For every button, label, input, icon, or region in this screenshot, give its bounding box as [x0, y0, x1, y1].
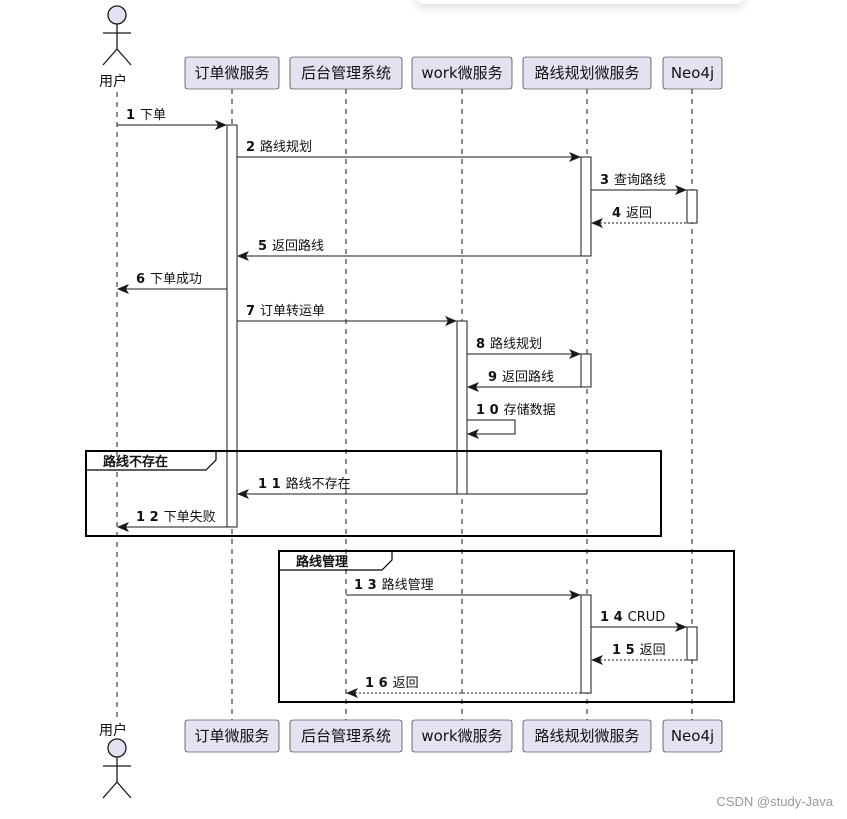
top-shadow-decoration — [415, 0, 745, 4]
actor-label: 用户 — [99, 73, 127, 90]
participant-label: Neo4j — [671, 64, 714, 82]
participant-order-bottom: 订单微服务 — [184, 719, 280, 753]
participant-label: work微服务 — [421, 727, 502, 745]
participant-route-bottom: 路线规划微服务 — [522, 719, 652, 753]
actor-label: 用户 — [99, 722, 127, 739]
participant-label: 路线规划微服务 — [534, 727, 639, 745]
frame-1: 路线不存在 — [85, 450, 662, 537]
frame-label: 路线管理 — [296, 554, 348, 570]
frame-2: 路线管理 — [278, 550, 735, 703]
activation-neo-1 — [686, 189, 698, 224]
activation-route-2 — [580, 353, 592, 388]
watermark: CSDN @study-Java — [716, 794, 833, 809]
participant-label: 后台管理系统 — [301, 727, 391, 745]
participant-neo-bottom: Neo4j — [662, 719, 723, 753]
participant-admin-top: 后台管理系统 — [289, 56, 403, 90]
participant-neo-top: Neo4j — [662, 56, 723, 90]
actor-user: 用户 — [99, 722, 132, 799]
activation-neo-2 — [686, 626, 698, 661]
activation-route-3 — [580, 594, 592, 694]
participant-label: 订单微服务 — [194, 727, 269, 745]
participant-label: Neo4j — [671, 727, 714, 745]
participant-route-top: 路线规划微服务 — [522, 56, 652, 90]
participant-label: 路线规划微服务 — [534, 64, 639, 82]
participant-admin-bottom: 后台管理系统 — [289, 719, 403, 753]
activation-work — [456, 320, 468, 495]
participant-label: 后台管理系统 — [301, 64, 391, 82]
participant-order-top: 订单微服务 — [184, 56, 280, 90]
frame-label: 路线不存在 — [103, 454, 168, 470]
participant-label: 订单微服务 — [194, 64, 269, 82]
participant-work-bottom: work微服务 — [411, 719, 513, 753]
actor-user: 用户 — [99, 5, 132, 90]
participant-work-top: work微服务 — [411, 56, 513, 90]
activation-route-1 — [580, 156, 592, 257]
activation-order — [226, 124, 238, 528]
participant-label: work微服务 — [421, 64, 502, 82]
